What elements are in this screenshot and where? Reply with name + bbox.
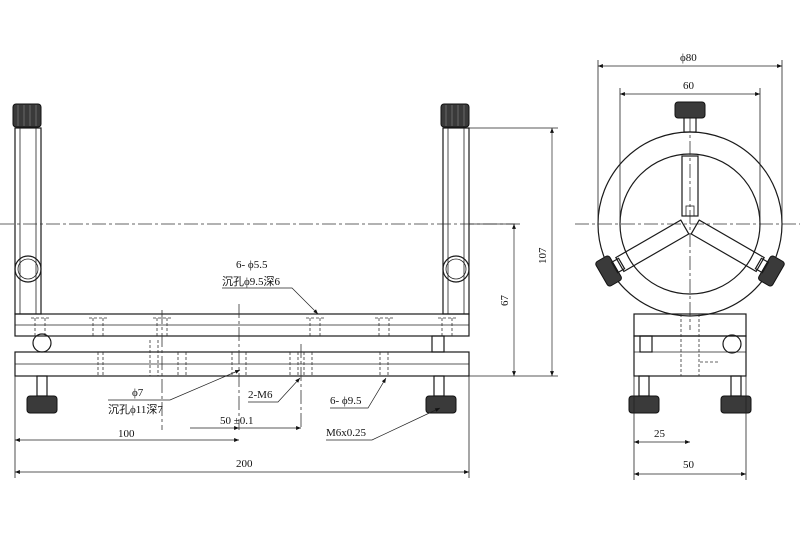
dim-left-offset: 100 xyxy=(118,428,135,440)
dim-side-25: 25 xyxy=(654,428,666,440)
right-foot-knob-icon xyxy=(425,395,457,414)
right-foot-stem xyxy=(433,375,445,397)
left-post-hole xyxy=(14,255,42,283)
right-post xyxy=(442,127,470,315)
label-hole-a-line2: 沉孔ϕ9.5深6 xyxy=(222,275,281,288)
right-ring-knob-icon xyxy=(758,255,785,287)
side-view: ϕ80 60 25 50 xyxy=(575,52,800,480)
dim-ring-outer: ϕ80 xyxy=(680,52,697,64)
dim-side-50: 50 xyxy=(683,459,695,471)
dim-height-107: 107 xyxy=(537,247,549,264)
label-thread: 2-M6 xyxy=(248,389,273,401)
alignment-pin xyxy=(32,333,52,353)
side-right-foot-knob-icon xyxy=(720,395,752,414)
dim-ring-inner: 60 xyxy=(683,80,695,92)
top-ring-knob-icon xyxy=(674,101,706,119)
label-hole-c: 6- ϕ9.5 xyxy=(330,395,362,407)
side-lower-block xyxy=(633,335,747,377)
right-top-knob-icon xyxy=(440,103,470,128)
left-foot-knob-icon xyxy=(26,395,58,414)
side-left-foot-knob-icon xyxy=(628,395,660,414)
left-ring-knob-icon xyxy=(595,255,622,287)
left-top-knob-icon xyxy=(12,103,42,128)
dim-total-width: 200 xyxy=(236,458,253,470)
label-hole-a-line1: 6- ϕ5.5 xyxy=(236,259,268,271)
left-foot-stem xyxy=(36,375,48,397)
right-plunger xyxy=(690,219,765,273)
right-post-hole xyxy=(442,255,470,283)
front-view: 200 100 50 ±0.1 6- ϕ5.5 沉孔ϕ9.5深6 ϕ7 沉孔ϕ1… xyxy=(0,103,558,478)
label-hole-b-line1: ϕ7 xyxy=(132,387,144,399)
label-screw: M6x0.25 xyxy=(326,427,367,439)
dim-spacing: 50 ±0.1 xyxy=(220,415,254,427)
left-post xyxy=(14,127,42,315)
label-hole-b-line2: 沉孔ϕ11深7 xyxy=(108,403,163,416)
adjust-pin xyxy=(431,335,445,353)
left-plunger xyxy=(615,219,690,273)
dim-height-67: 67 xyxy=(499,295,511,307)
